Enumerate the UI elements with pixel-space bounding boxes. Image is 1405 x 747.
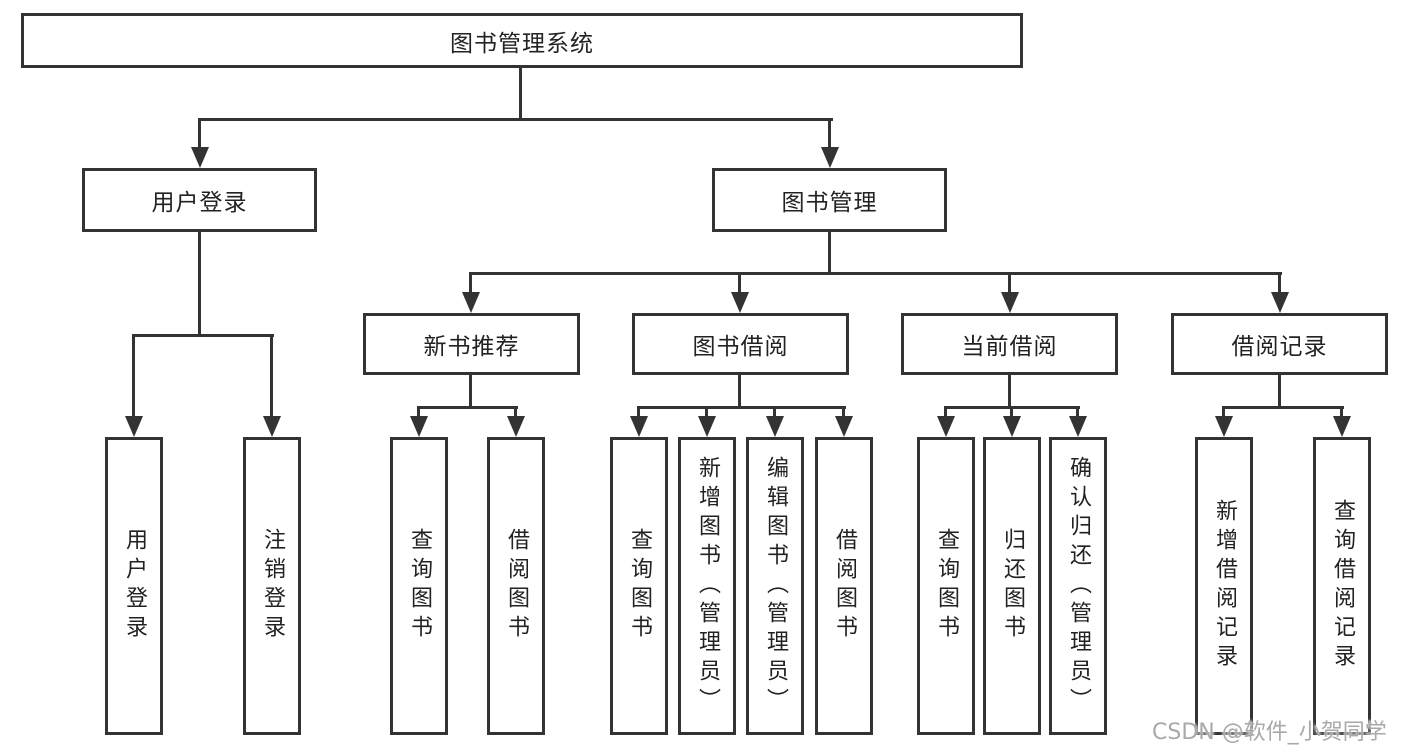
node-root: 图书管理系统 [21,13,1023,68]
node-root-label: 图书管理系统 [450,30,594,57]
leaf-borrow-add-book-admin-label: 新增图书（管理员） [695,455,720,717]
arrowhead-record [1271,292,1289,313]
arrowhead-current-leaf2 [1003,416,1021,437]
arrowhead-leaf-user-login [125,416,143,437]
arrowhead-user-login [191,147,209,168]
arrowhead-book-mgmt [821,147,839,168]
leaf-logout: 注销登录 [243,437,301,735]
connector-root-stem [519,66,522,120]
connector-stem-borrow-leaf4 [842,406,845,419]
arrowhead-borrow-leaf2 [698,416,716,437]
connector-record-stem [1278,373,1281,408]
arrowhead-borrow-leaf1 [630,416,648,437]
arrowhead-current-leaf3 [1069,416,1087,437]
watermark: CSDN @软件_小贺同学 [1152,720,1387,745]
leaf-current-query-books-label: 查询图书 [934,528,959,644]
leaf-borrow-add-book-admin: 新增图书（管理员） [678,437,736,735]
leaf-recommend-query-books: 查询图书 [390,437,448,735]
leaf-record-query-borrow-record: 查询借阅记录 [1313,437,1371,735]
leaf-current-return-book: 归还图书 [983,437,1041,735]
arrowhead-current-leaf1 [937,416,955,437]
node-user-login-label: 用户登录 [151,190,248,216]
leaf-current-return-book-label: 归还图书 [1000,528,1025,644]
node-borrow-record: 借阅记录 [1171,313,1388,375]
leaf-borrow-edit-book-admin-label: 编辑图书（管理员） [763,455,788,717]
node-book-borrow: 图书借阅 [632,313,849,375]
arrowhead-recommend [462,292,480,313]
leaf-current-confirm-return-admin-label: 确认归还（管理员） [1066,455,1091,717]
connector-stem-current-leaf3 [1076,406,1079,419]
leaf-record-query-borrow-record-label: 查询借阅记录 [1330,499,1355,673]
connector-stem-borrow [738,272,741,294]
connector-stem-borrow-leaf1 [637,406,640,419]
connector-user-login-stem [198,230,201,336]
leaf-current-query-books: 查询图书 [917,437,975,735]
leaf-borrow-borrow-books-label: 借阅图书 [832,528,857,644]
connector-stem-record-leaf1 [1222,406,1225,419]
leaf-recommend-borrow-books-label: 借阅图书 [504,528,529,644]
leaf-borrow-edit-book-admin: 编辑图书（管理员） [746,437,804,735]
connector-recommend-hline [418,406,518,409]
connector-stem-user-login [198,118,201,152]
leaf-borrow-query-books-label: 查询图书 [627,528,652,644]
leaf-user-login: 用户登录 [105,437,163,735]
leaf-borrow-borrow-books: 借阅图书 [815,437,873,735]
node-borrow-record-label: 借阅记录 [1231,334,1328,360]
connector-stem-current-leaf1 [944,406,947,419]
arrowhead-leaf-logout [263,416,281,437]
leaf-recommend-borrow-books: 借阅图书 [487,437,545,735]
connector-stem-book-mgmt [828,118,831,152]
arrowhead-borrow [731,292,749,313]
connector-stem-borrow-leaf3 [773,406,776,419]
connector-stem-borrow-leaf2 [705,406,708,419]
connector-stem-record [1278,272,1281,294]
connector-book-mgmt-stem [828,230,831,274]
arrowhead-record-leaf2 [1333,416,1351,437]
arrowhead-current [1001,292,1019,313]
connector-record-hline [1222,406,1344,409]
connector-stem-record-leaf2 [1340,406,1343,419]
arrowhead-record-leaf1 [1215,416,1233,437]
leaf-borrow-query-books: 查询图书 [610,437,668,735]
node-book-management: 图书管理 [712,168,947,232]
connector-recommend-stem [469,373,472,408]
arrowhead-borrow-leaf3 [766,416,784,437]
connector-level3-hline [469,272,1282,275]
connector-level1-hline [198,118,833,121]
connector-stem-recommend [469,272,472,294]
connector-current-stem [1008,373,1011,408]
leaf-user-login-label: 用户登录 [122,528,147,644]
leaf-record-add-borrow-record: 新增借阅记录 [1195,437,1253,735]
leaf-recommend-query-books-label: 查询图书 [407,528,432,644]
arrowhead-recommend-leaf1 [410,416,428,437]
connector-stem-current-leaf2 [1010,406,1013,419]
arrowhead-recommend-leaf2 [507,416,525,437]
arrowhead-borrow-leaf4 [835,416,853,437]
leaf-current-confirm-return-admin: 确认归还（管理员） [1049,437,1107,735]
leaf-record-add-borrow-record-label: 新增借阅记录 [1212,499,1237,673]
connector-stem-leaf-logout [270,334,273,418]
connector-stem-current [1008,272,1011,294]
node-new-book-recommend-label: 新书推荐 [423,334,520,360]
connector-stem-recommend-leaf2 [514,406,517,419]
node-new-book-recommend: 新书推荐 [363,313,580,375]
connector-stem-leaf-user-login [132,334,135,418]
node-current-borrow-label: 当前借阅 [961,334,1058,360]
node-book-management-label: 图书管理 [781,190,878,216]
connector-user-login-hline [132,334,274,337]
connector-borrow-hline [637,406,846,409]
leaf-logout-label: 注销登录 [260,528,285,644]
connector-borrow-stem [738,373,741,408]
node-book-borrow-label: 图书借阅 [692,334,789,360]
node-user-login: 用户登录 [82,168,317,232]
node-current-borrow: 当前借阅 [901,313,1118,375]
connector-stem-recommend-leaf1 [417,406,420,419]
